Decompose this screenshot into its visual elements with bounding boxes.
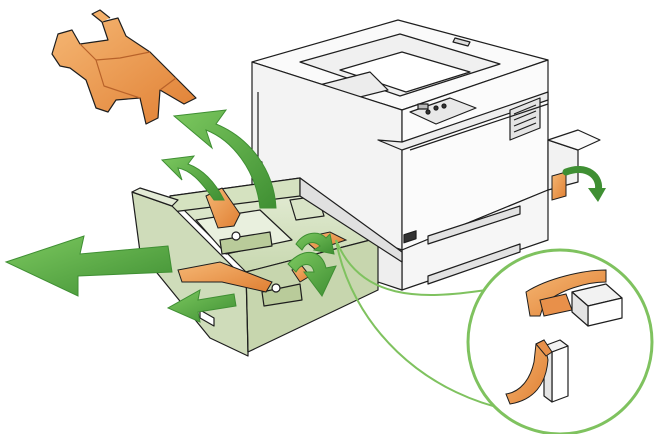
packing-insert-icon xyxy=(52,10,196,124)
tape-strip-icon xyxy=(552,172,566,200)
